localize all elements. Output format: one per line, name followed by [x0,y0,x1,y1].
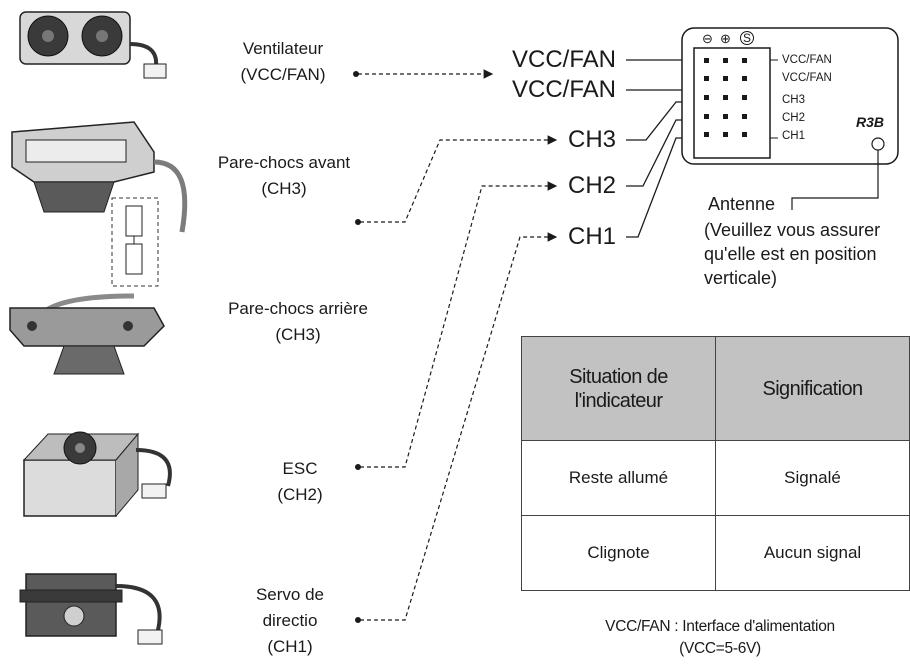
front-bumper-label: Pare-chocs avant (CH3) [204,150,364,202]
receiver-label-ch3: CH3 [782,94,806,106]
table-header-row: Situation de l'indicateur Signification [521,336,910,441]
receiver-label-vcc-fan-1: VCC/FAN [782,54,832,66]
fan-port: (VCC/FAN) [240,65,326,84]
rear-bumper-label: Pare-chocs arrière (CH3) [208,296,388,348]
esc-port: (CH2) [277,485,323,504]
servo-line1: Servo de [255,585,325,604]
footnote-line2: (VCC=5-6V) [679,640,761,657]
pin-label-ch2: CH2 [568,172,617,199]
pin-label-ch1: CH1 [568,223,617,250]
row-meaning: Signalé [715,440,910,516]
table-row: Reste allumé Signalé [521,440,910,516]
esc-label: ESC (CH2) [260,456,340,508]
row-status: Reste allumé [521,440,716,516]
receiver-label-ch1: CH1 [782,130,806,142]
rear-bumper-port: (CH3) [275,325,321,344]
header-status: Situation de l'indicateur [521,336,716,441]
header-meaning: Signification [715,336,910,441]
front-bumper-name: Pare-chocs avant [217,153,351,172]
servo-label: Servo de directio (CH1) [240,582,340,660]
footnote: VCC/FAN : Interface d'alimentation (VCC=… [560,616,880,660]
receiver-label-vcc-fan-2: VCC/FAN [782,72,832,84]
antenna-title: Antenne [708,194,776,214]
receiver-label-ch2: CH2 [782,112,806,124]
front-bumper-port: (CH3) [261,179,307,198]
fan-label: Ventilateur (VCC/FAN) [228,36,338,88]
rear-bumper-illustration [9,293,165,375]
antenna-note-3: verticale) [704,268,778,288]
receiver-symbol-signal: S [740,31,754,45]
esc-name: ESC [282,459,318,478]
esc-illustration [22,431,172,517]
fan-illustration [19,11,167,79]
servo-line2: directio [262,611,318,630]
pin-label-vcc-fan-1: VCC/FAN [512,46,617,73]
receiver-model: R3B [856,114,885,130]
indicator-table: Situation de l'indicateur Signification … [521,336,910,591]
servo-port: (CH1) [267,637,313,656]
footnote-line1: VCC/FAN : Interface d'alimentation [605,618,835,635]
receiver-symbol-plus: ⊕ [720,31,731,46]
row-status: Clignote [521,515,716,591]
antenna-note-2: qu'elle est en position [704,244,877,264]
pin-label-vcc-fan-2: VCC/FAN [512,76,617,103]
receiver-symbol-minus: ⊖ [702,31,713,46]
rear-bumper-name: Pare-chocs arrière [228,299,368,318]
servo-illustration [19,573,163,645]
row-meaning: Aucun signal [715,515,910,591]
pin-label-ch3: CH3 [568,126,617,153]
table-row: Clignote Aucun signal [521,515,910,591]
front-bumper-illustration [11,121,188,287]
antenna-note-1: (Veuillez vous assurer [704,220,881,240]
fan-name: Ventilateur [242,39,324,58]
